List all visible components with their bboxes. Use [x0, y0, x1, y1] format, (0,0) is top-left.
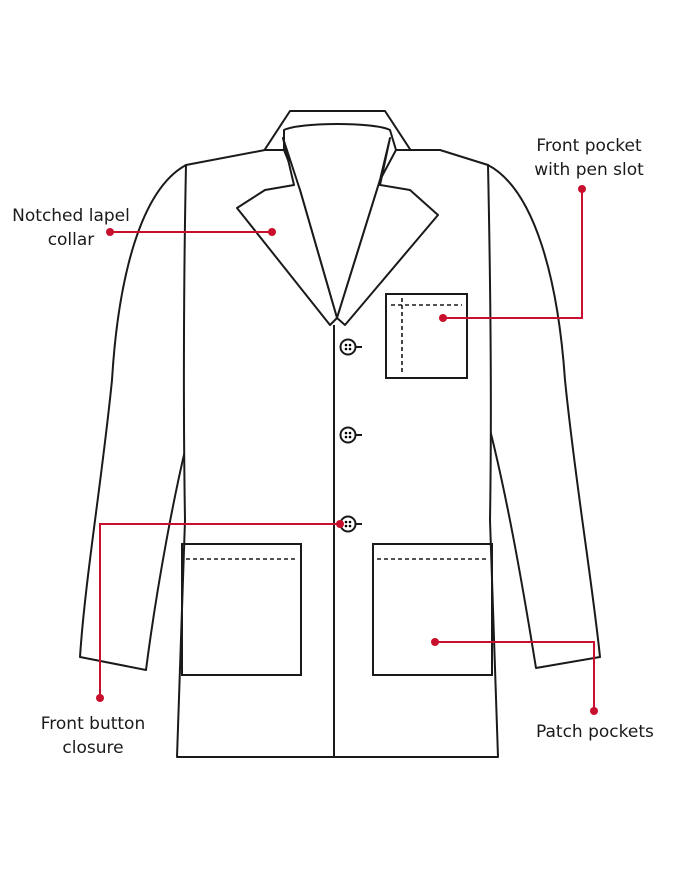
label-front-pocket: Front pocket with pen slot — [534, 136, 644, 180]
right-lapel — [336, 137, 439, 326]
callout-lapel-leader — [106, 228, 276, 236]
left-patch-pocket — [181, 543, 302, 676]
button-1 — [339, 338, 362, 356]
label-notched-lapel: Notched lapel collar — [12, 206, 130, 250]
callout-patch-pocket-leader — [431, 638, 598, 715]
callout-button-leader — [96, 520, 344, 702]
coat-body — [176, 149, 499, 758]
button-2 — [339, 426, 362, 444]
left-lapel — [236, 137, 338, 326]
right-patch-pocket — [372, 543, 493, 676]
pen-slot-stitching — [391, 298, 462, 375]
callout-front-pocket-leader — [439, 185, 586, 322]
chest-pocket — [385, 293, 468, 379]
label-patch-pockets: Patch pockets — [536, 722, 654, 742]
right-sleeve — [481, 164, 601, 669]
label-button-closure: Front button closure — [40, 714, 146, 758]
